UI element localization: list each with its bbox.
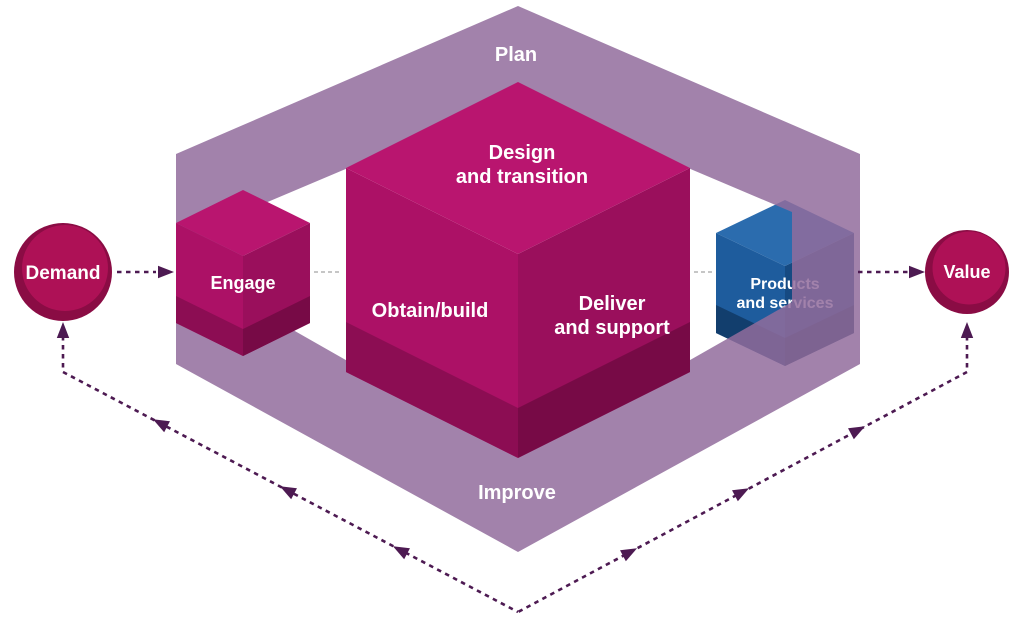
design-label-line1: Design bbox=[489, 142, 556, 164]
feedback-loop-right-line bbox=[517, 336, 969, 614]
demand-to-engage-arrowhead-icon bbox=[158, 265, 174, 279]
loop-right-arrowhead-2-icon bbox=[732, 482, 752, 502]
engage-label: Engage bbox=[210, 273, 275, 293]
value-node: Value bbox=[925, 230, 1009, 314]
central-value-chain-cube: Design and transition Obtain/build Deliv… bbox=[346, 82, 690, 458]
loop-into-value-arrowhead-icon bbox=[960, 322, 974, 338]
plan-improve-ring bbox=[176, 6, 860, 552]
loop-into-demand-arrowhead-icon bbox=[56, 322, 70, 338]
value-label: Value bbox=[943, 262, 990, 282]
loop-left-arrowhead-1-icon bbox=[150, 413, 170, 433]
value-circle bbox=[932, 231, 1006, 305]
loop-left-arrowhead-2-icon bbox=[277, 480, 297, 500]
obtain-build-label: Obtain/build bbox=[372, 300, 489, 322]
deliver-label-line1: Deliver bbox=[579, 293, 646, 315]
flow-lines bbox=[61, 270, 969, 614]
products-to-value-arrowhead-icon bbox=[909, 265, 925, 279]
demand-label: Demand bbox=[26, 263, 101, 284]
engage-cube: Engage bbox=[176, 190, 310, 356]
improve-label: Improve bbox=[478, 482, 556, 504]
deliver-label-line2: and support bbox=[554, 317, 670, 339]
engage-cube-left-shade bbox=[176, 296, 243, 356]
feedback-loop-left-line bbox=[61, 336, 519, 614]
loop-right-arrowhead-3-icon bbox=[848, 420, 868, 440]
central-cube-right-shade bbox=[518, 322, 690, 458]
demand-circle bbox=[22, 225, 108, 311]
engage-cube-right-shade bbox=[243, 296, 310, 356]
plan-label: Plan bbox=[495, 44, 537, 66]
loop-left-arrowhead-3-icon bbox=[390, 540, 410, 560]
central-cube-left-shade bbox=[346, 322, 518, 458]
design-label-line2: and transition bbox=[456, 166, 588, 188]
demand-node: Demand bbox=[14, 223, 112, 321]
loop-right-arrowhead-1-icon bbox=[620, 542, 640, 562]
